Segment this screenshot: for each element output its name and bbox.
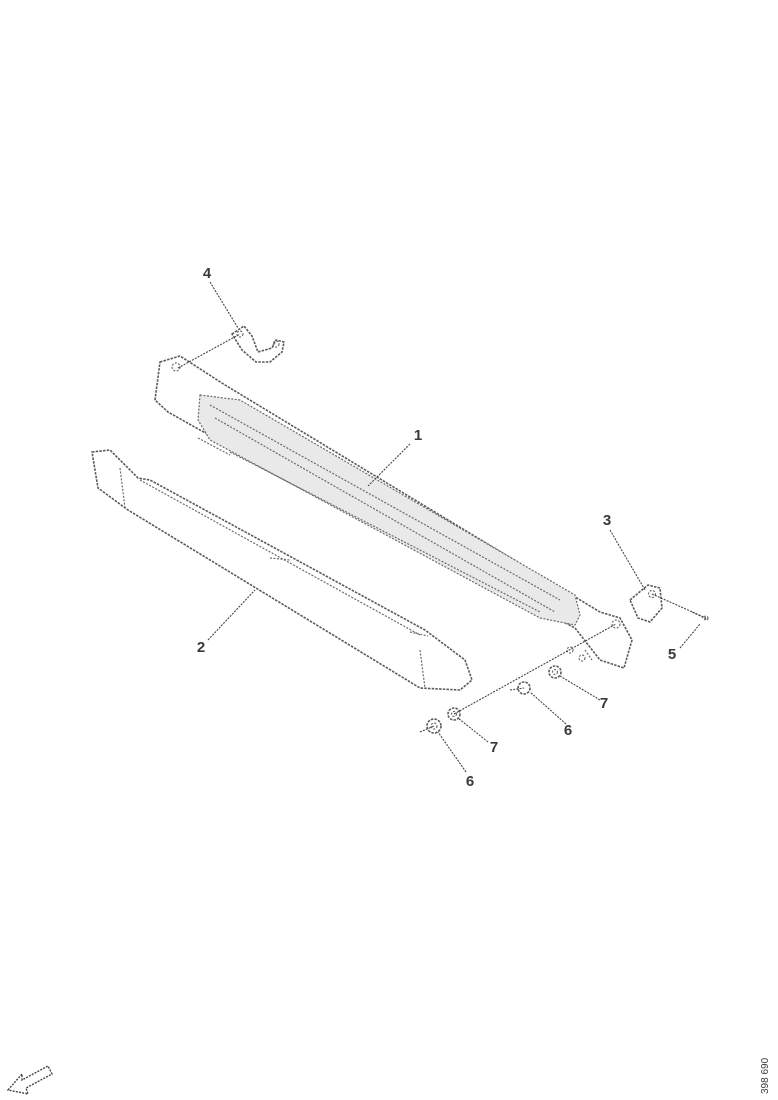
callout-6-upper: 6 xyxy=(564,722,572,739)
part-5-screw xyxy=(691,611,709,621)
callout-7-lower: 7 xyxy=(490,739,498,756)
part-3-bracket xyxy=(629,584,663,623)
part-4-bracket xyxy=(231,325,285,363)
assembly-lines xyxy=(177,333,707,733)
callout-7-upper: 7 xyxy=(600,695,608,712)
callout-2: 2 xyxy=(197,639,205,656)
orientation-arrow-icon xyxy=(6,1065,53,1095)
part-2-sill-cover xyxy=(91,449,473,691)
callout-6-lower: 6 xyxy=(466,773,474,790)
drawing-number: 398 690 xyxy=(760,1057,771,1094)
callout-5: 5 xyxy=(668,646,676,663)
callout-1: 1 xyxy=(414,427,422,444)
callout-4: 4 xyxy=(203,265,212,282)
small-fasteners xyxy=(566,646,586,662)
callout-3: 3 xyxy=(603,512,611,529)
part-1-sill-panel xyxy=(154,355,633,669)
part-7-washer-upper xyxy=(548,665,562,679)
callout-leaders xyxy=(207,281,701,773)
part-6-nut-lower xyxy=(426,718,442,734)
